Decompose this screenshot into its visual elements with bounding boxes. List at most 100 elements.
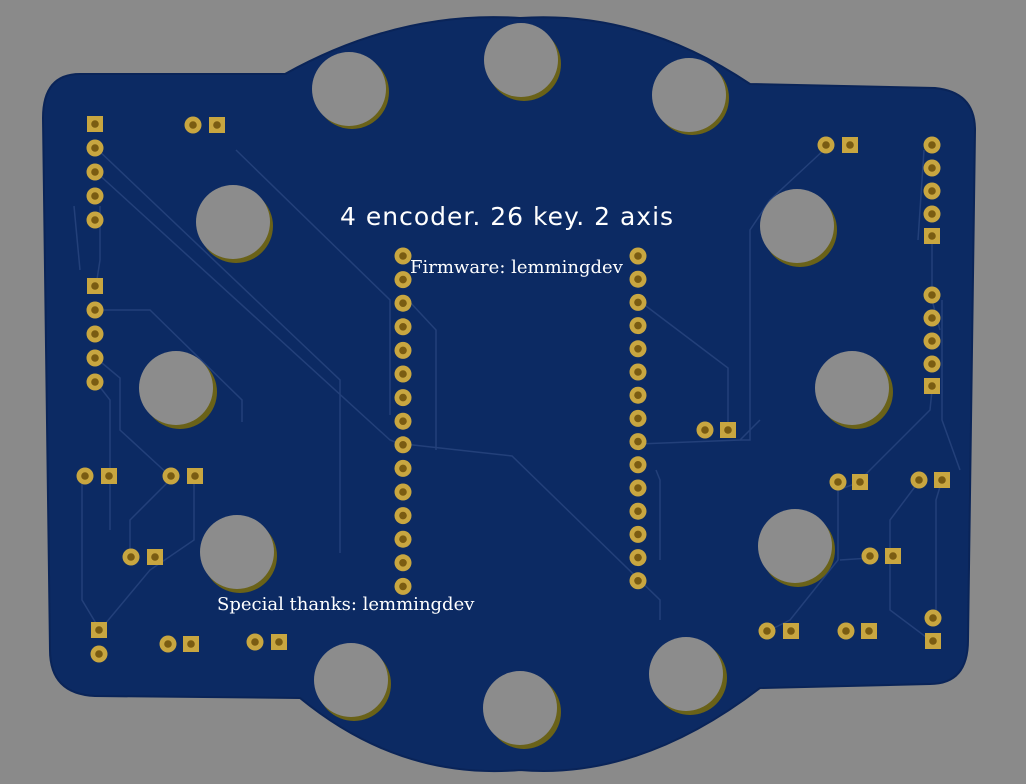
mounting-hole-top-center <box>484 23 561 101</box>
mcu-pin-right <box>629 293 647 311</box>
mounting-hole-top-right <box>652 58 729 135</box>
mcu-pin-right <box>629 572 647 590</box>
switch-pad <box>162 467 180 485</box>
mounting-hole-left-lower <box>200 515 277 593</box>
mcu-pin-right <box>629 317 647 335</box>
header-pin <box>923 182 941 200</box>
switch-pad <box>817 136 835 154</box>
mounting-hole-bottom-left <box>314 643 391 721</box>
mcu-pin-left <box>394 577 412 595</box>
header-pin <box>86 211 104 229</box>
mcu-pin-left <box>394 271 412 289</box>
header-pin <box>86 139 104 157</box>
switch-pad <box>147 549 163 565</box>
board-title: 4 encoder. 26 key. 2 axis <box>340 202 674 231</box>
mcu-pin-right <box>629 502 647 520</box>
header-pin <box>924 228 940 244</box>
header-pin <box>86 325 104 343</box>
mcu-pin-right <box>629 525 647 543</box>
pad-layer <box>76 116 950 663</box>
header-pin <box>923 309 941 327</box>
mcu-pin-left <box>394 436 412 454</box>
mcu-pin-right <box>629 433 647 451</box>
mcu-pin-left <box>394 365 412 383</box>
mcu-pin-left <box>394 294 412 312</box>
switch-pad <box>924 609 942 627</box>
mcu-pin-left <box>394 389 412 407</box>
switch-pad <box>842 137 858 153</box>
switch-pad <box>90 645 108 663</box>
switch-pad <box>852 474 868 490</box>
header-pin <box>923 205 941 223</box>
mcu-pin-right <box>629 386 647 404</box>
switch-pad <box>910 471 928 489</box>
switch-pad <box>720 422 736 438</box>
mcu-pin-right <box>629 340 647 358</box>
switch-pad <box>861 547 879 565</box>
mounting-hole-right-mid <box>815 351 893 429</box>
mounting-hole-right-lower <box>758 509 835 587</box>
mcu-pin-left <box>394 530 412 548</box>
switch-pad <box>209 117 225 133</box>
switch-pad <box>696 421 714 439</box>
mounting-hole-bottom-center <box>483 671 561 749</box>
switch-pad <box>829 473 847 491</box>
switch-pad <box>101 468 117 484</box>
mcu-pin-right <box>629 247 647 265</box>
mounting-hole-bottom-right <box>649 637 727 715</box>
header-pin <box>86 301 104 319</box>
mcu-pin-right <box>629 363 647 381</box>
trace-layer <box>73 147 961 641</box>
mcu-pin-right <box>629 409 647 427</box>
header-pin <box>86 349 104 367</box>
switch-pad <box>885 548 901 564</box>
switch-pad <box>861 623 877 639</box>
mcu-pin-right <box>629 456 647 474</box>
switch-pad <box>783 623 799 639</box>
switch-pad <box>758 622 776 640</box>
switch-pad <box>187 468 203 484</box>
switch-pad <box>184 116 202 134</box>
header-pin <box>923 159 941 177</box>
header-pin <box>924 378 940 394</box>
mcu-pin-left <box>394 341 412 359</box>
mounting-hole-left-upper <box>196 185 273 263</box>
switch-pad <box>925 633 941 649</box>
mcu-pin-left <box>394 247 412 265</box>
switch-pad <box>159 635 177 653</box>
header-pin <box>923 355 941 373</box>
thanks-label: Special thanks: lemmingdev <box>217 594 475 615</box>
switch-pad <box>934 472 950 488</box>
mcu-pin-left <box>394 554 412 572</box>
mcu-pin-right <box>629 479 647 497</box>
switch-pad <box>76 467 94 485</box>
header-pin <box>86 163 104 181</box>
header-pin <box>86 373 104 391</box>
header-pin <box>86 187 104 205</box>
mounting-hole-left-mid <box>139 351 217 429</box>
header-pin <box>87 116 103 132</box>
pcb-board-outline <box>41 16 977 773</box>
mcu-pin-left <box>394 459 412 477</box>
mounting-hole-top-left <box>312 52 389 129</box>
mcu-pin-left <box>394 483 412 501</box>
mcu-pin-right <box>629 270 647 288</box>
mcu-pin-right <box>629 549 647 567</box>
mcu-pin-left <box>394 318 412 336</box>
switch-pad <box>183 636 199 652</box>
switch-pad <box>837 622 855 640</box>
switch-pad <box>246 633 264 651</box>
header-pin <box>923 332 941 350</box>
mcu-pin-left <box>394 412 412 430</box>
header-pin <box>923 286 941 304</box>
mcu-pin-left <box>394 507 412 525</box>
mounting-holes <box>139 23 893 749</box>
switch-pad <box>91 622 107 638</box>
firmware-label: Firmware: lemmingdev <box>410 257 624 278</box>
switch-pad <box>271 634 287 650</box>
header-pin <box>923 136 941 154</box>
mounting-hole-right-upper <box>760 189 837 267</box>
header-pin <box>87 278 103 294</box>
switch-pad <box>122 548 140 566</box>
